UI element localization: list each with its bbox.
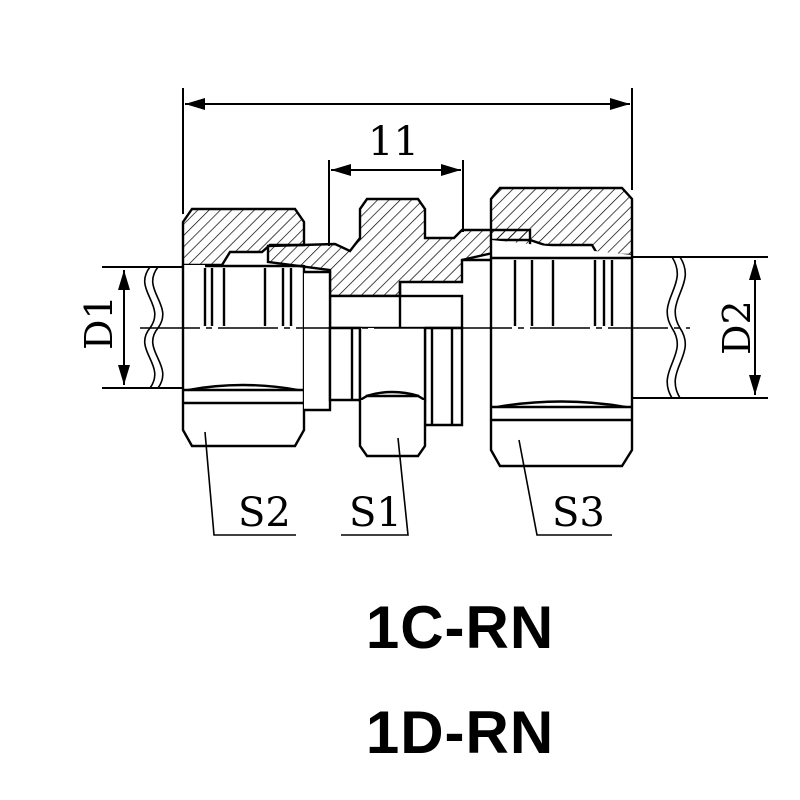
left-nut — [181, 207, 306, 448]
s1-label: S1 — [349, 490, 402, 536]
model-code-1: 1C-RN — [365, 594, 555, 661]
d2-dimension — [632, 256, 768, 399]
hex-leaders — [204, 431, 612, 536]
d1-dimension — [102, 266, 183, 389]
s3-label: S3 — [552, 490, 605, 536]
d1-label: D1 — [77, 295, 121, 350]
d2-label: D2 — [715, 300, 759, 355]
overall-length-dimension — [182, 88, 633, 214]
center-body — [266, 197, 532, 458]
s2-label: S2 — [238, 490, 291, 536]
center-length-label: 11 — [368, 119, 419, 165]
right-nut — [462, 186, 634, 468]
model-code-2: 1D-RN — [365, 699, 555, 766]
center-length-dimension — [328, 160, 464, 246]
